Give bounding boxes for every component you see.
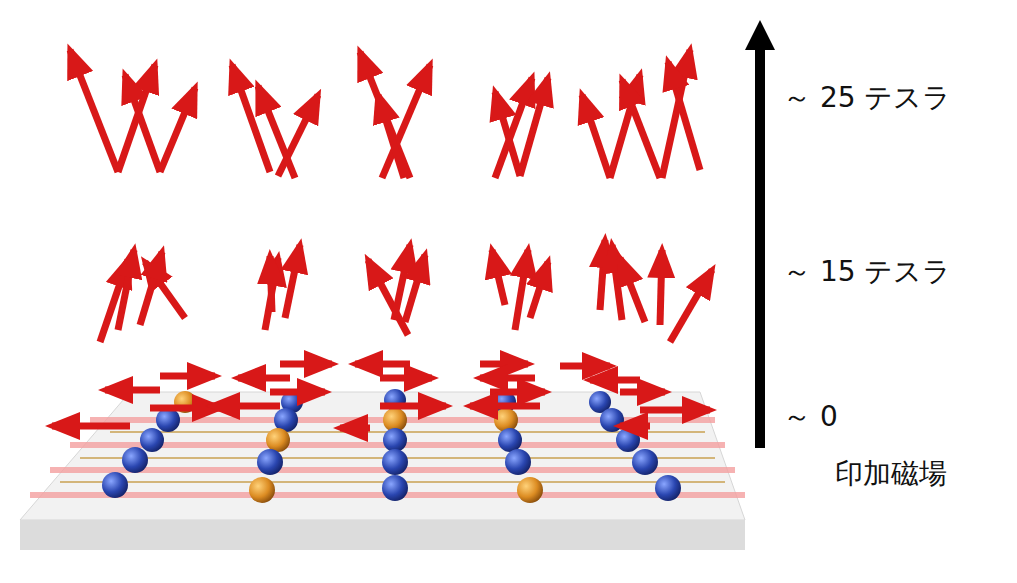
atom-chains <box>102 389 681 503</box>
field-value: ～ 0 <box>783 400 838 434</box>
spins-15-tesla <box>100 240 712 342</box>
slab-top <box>20 392 745 520</box>
slab-front <box>20 520 745 550</box>
axis-title: 印加磁場 <box>835 457 947 491</box>
field-arrow <box>755 40 765 448</box>
field-value: ～ 15 テスラ <box>783 255 951 289</box>
field-value: ～ 25 テスラ <box>783 81 951 115</box>
spins-zero-field <box>52 364 710 428</box>
spins-25-tesla <box>70 50 700 178</box>
